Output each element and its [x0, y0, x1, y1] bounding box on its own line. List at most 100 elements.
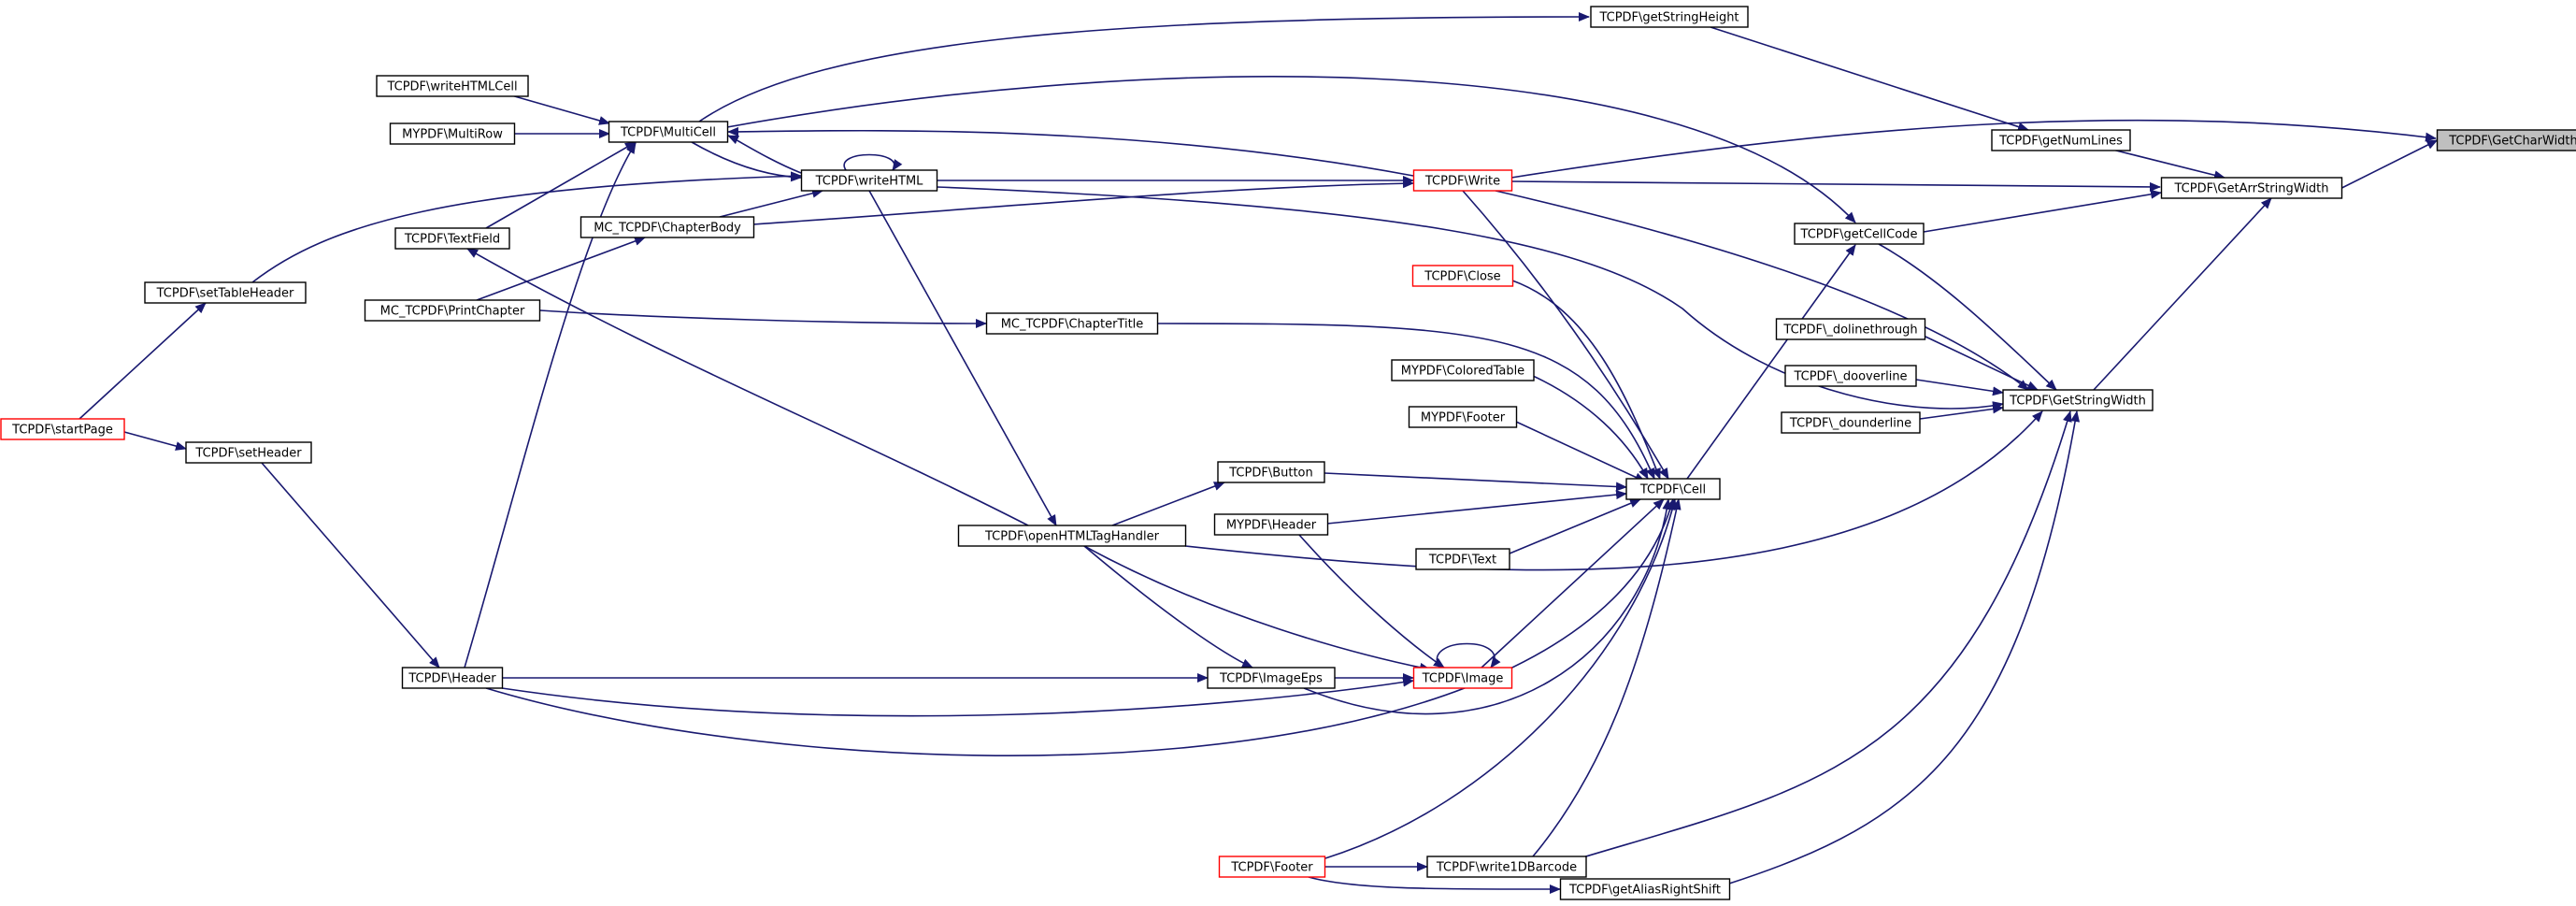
node-label-imageeps: TCPDF\ImageEps	[1219, 672, 1323, 686]
node-footer[interactable]: TCPDF\Footer	[1218, 856, 1326, 878]
node-label-close: TCPDF\Close	[1424, 270, 1500, 284]
node-openhtmltaghandler[interactable]: TCPDF\openHTMLTagHandler	[957, 525, 1187, 547]
node-getcellcode[interactable]: TCPDF\getCellCode	[1794, 223, 1925, 245]
node-box-textfield	[394, 227, 510, 250]
node-write1dbarcode[interactable]: TCPDF\write1DBarcode	[1426, 856, 1587, 878]
node-box-button	[1217, 461, 1325, 483]
node-box-openhtmltaghandler	[957, 525, 1187, 547]
edge-getstringwidth-to-getarrstringwidth	[2093, 197, 2272, 391]
node-imageeps[interactable]: TCPDF\ImageEps	[1207, 667, 1336, 689]
edge-multicell-to-writehtml	[691, 141, 802, 182]
node-label-getnumlines: TCPDF\getNumLines	[1998, 135, 2123, 149]
node-label-getarrstringwidth: TCPDF\GetArrStringWidth	[2173, 182, 2328, 196]
node-button[interactable]: TCPDF\Button	[1217, 461, 1325, 483]
node-getaliasrightshift[interactable]: TCPDF\getAliasRightShift	[1559, 878, 1731, 900]
edge-openhtmltaghandler-to-button	[1111, 482, 1225, 526]
node-box-multicell	[608, 121, 729, 143]
edge-dounderline-to-getstringwidth	[1919, 404, 2004, 420]
edge-writehtml-to-getstringwidth	[936, 186, 2004, 410]
node-multicell[interactable]: TCPDF\MultiCell	[608, 121, 729, 143]
node-label-mypdf-header: MYPDF\Header	[1226, 519, 1317, 533]
node-label-mypdf-footer: MYPDF\Footer	[1421, 411, 1506, 425]
node-image[interactable]: TCPDF\Image	[1412, 667, 1513, 689]
node-startpage[interactable]: TCPDF\startPage	[0, 418, 125, 440]
node-header[interactable]: TCPDF\Header	[401, 667, 504, 689]
node-label-dounderline: TCPDF\_dounderline	[1789, 417, 1911, 431]
node-box-write1dbarcode	[1426, 856, 1587, 878]
node-text[interactable]: TCPDF\Text	[1415, 548, 1510, 570]
node-chapterbody[interactable]: MC_TCPDF\ChapterBody	[580, 216, 755, 238]
node-label-printchapter: MC_TCPDF\PrintChapter	[380, 305, 525, 319]
edge-openhtmltaghandler-to-getstringwidth	[1184, 410, 2043, 571]
edge-multicell-to-getcellcode	[726, 76, 1856, 223]
node-label-writehtml: TCPDF\writeHTML	[815, 175, 924, 189]
edge-write-to-getarrstringwidth	[1510, 180, 2161, 192]
node-label-write1dbarcode: TCPDF\write1DBarcode	[1436, 861, 1577, 875]
node-getstringwidth[interactable]: TCPDF\GetStringWidth	[2002, 389, 2154, 411]
edge-setheader-to-header	[261, 462, 440, 669]
node-dooverline[interactable]: TCPDF\_dooverline	[1784, 365, 1917, 387]
edge-image-to-cell	[1481, 498, 1665, 669]
node-mypdf-multirow[interactable]: MYPDF\MultiRow	[389, 122, 516, 145]
node-printchapter[interactable]: MC_TCPDF\PrintChapter	[364, 299, 541, 322]
node-label-writehtmlcell: TCPDF\writeHTMLCell	[386, 80, 517, 94]
node-label-getstringheight: TCPDF\getStringHeight	[1598, 11, 1739, 25]
edge-getaliasrightshift-to-getstringwidth	[1728, 410, 2081, 884]
node-box-dounderline	[1781, 411, 1921, 434]
node-box-write	[1412, 169, 1513, 192]
node-settableheader[interactable]: TCPDF\setTableHeader	[144, 281, 307, 304]
edge-openhtmltaghandler-to-image	[1083, 545, 1431, 672]
node-getarrstringwidth[interactable]: TCPDF\GetArrStringWidth	[2160, 177, 2343, 199]
edge-header-to-cell	[485, 498, 1675, 756]
node-label-dolinethrough: TCPDF\_dolinethrough	[1782, 324, 1917, 338]
node-box-footer	[1218, 856, 1326, 878]
node-label-write: TCPDF\Write	[1424, 175, 1500, 189]
node-label-openhtmltaghandler: TCPDF\openHTMLTagHandler	[984, 530, 1160, 544]
node-label-multicell: TCPDF\MultiCell	[620, 126, 716, 140]
edge-textfield-to-multicell	[485, 141, 637, 229]
edge-chapterbody-to-writehtml	[719, 188, 823, 218]
edge-getarrstringwidth-to-getcharwidth	[2341, 139, 2439, 189]
edge-text-to-cell	[1509, 498, 1641, 554]
node-getstringheight[interactable]: TCPDF\getStringHeight	[1590, 6, 1749, 28]
node-box-writehtml	[800, 169, 938, 192]
node-box-dooverline	[1784, 365, 1917, 387]
node-label-cell: TCPDF\Cell	[1639, 483, 1706, 497]
edge-image-to-image	[1436, 642, 1501, 669]
node-dolinethrough[interactable]: TCPDF\_dolinethrough	[1775, 318, 1926, 340]
node-close[interactable]: TCPDF\Close	[1411, 265, 1514, 287]
node-textfield[interactable]: TCPDF\TextField	[394, 227, 510, 250]
node-label-image: TCPDF\Image	[1422, 672, 1504, 686]
edge-chaptertitle-to-cell	[1156, 323, 1655, 480]
node-box-close	[1411, 265, 1514, 287]
edge-header-to-multicell	[464, 142, 637, 669]
edge-printchapter-to-chaptertitle	[539, 309, 987, 328]
edge-mypdf-footer-to-cell	[1515, 421, 1646, 482]
node-chaptertitle[interactable]: MC_TCPDF\ChapterTitle	[985, 312, 1159, 335]
node-writehtmlcell[interactable]: TCPDF\writeHTMLCell	[376, 75, 529, 97]
edge-footer-to-cell	[1324, 498, 1678, 859]
node-dounderline[interactable]: TCPDF\_dounderline	[1781, 411, 1921, 434]
node-label-dooverline: TCPDF\_dooverline	[1793, 370, 1907, 384]
node-label-header: TCPDF\Header	[408, 672, 496, 686]
node-box-chaptertitle	[985, 312, 1159, 335]
edge-write-to-multicell	[727, 126, 1414, 177]
node-write[interactable]: TCPDF\Write	[1412, 169, 1513, 192]
node-getnumlines[interactable]: TCPDF\getNumLines	[1991, 129, 2131, 151]
node-mypdf-coloredtable[interactable]: MYPDF\ColoredTable	[1391, 359, 1535, 381]
node-cell[interactable]: TCPDF\Cell	[1625, 478, 1721, 500]
node-setheader[interactable]: TCPDF\setHeader	[185, 441, 312, 464]
edge-openhtmltaghandler-to-imageeps	[1083, 545, 1253, 669]
edge-write-to-getstringwidth	[1495, 190, 2029, 391]
node-box-dolinethrough	[1775, 318, 1926, 340]
node-box-text	[1415, 548, 1510, 570]
node-box-getstringheight	[1590, 6, 1749, 28]
node-mypdf-header[interactable]: MYPDF\Header	[1213, 513, 1329, 536]
node-mypdf-footer[interactable]: MYPDF\Footer	[1408, 406, 1518, 428]
edge-writehtmlcell-to-multicell	[504, 93, 610, 125]
node-label-setheader: TCPDF\setHeader	[194, 447, 302, 461]
node-box-getstringwidth	[2002, 389, 2154, 411]
node-writehtml[interactable]: TCPDF\writeHTML	[800, 169, 938, 192]
node-getcharwidth[interactable]: TCPDF\GetCharWidth	[2436, 129, 2576, 151]
edge-write-to-cell	[1462, 190, 1669, 480]
